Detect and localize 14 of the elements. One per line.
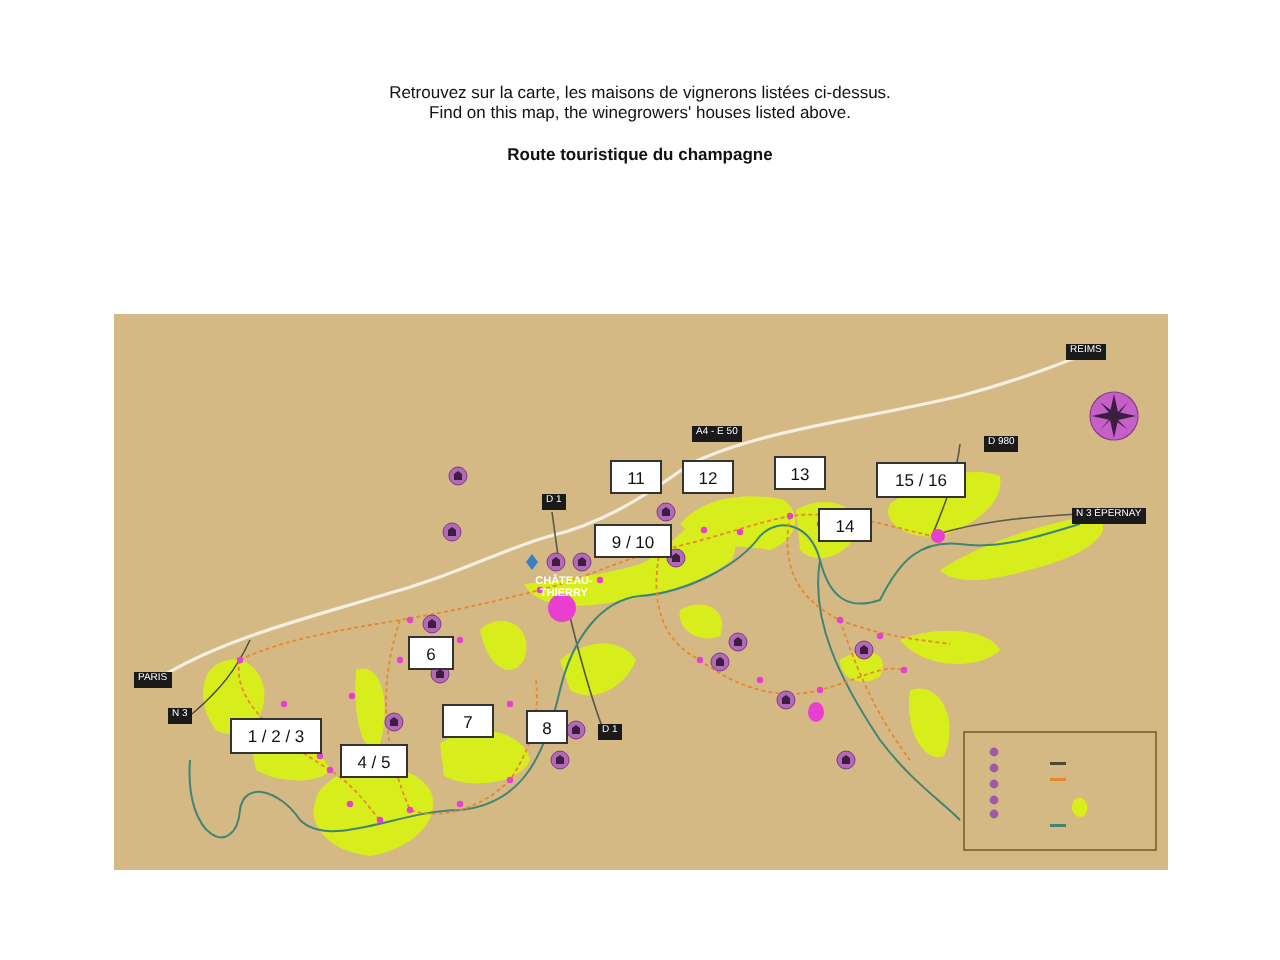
number-box: 4 / 5 [340, 744, 408, 778]
number-box: 11 [610, 460, 662, 494]
number-box: 9 / 10 [594, 524, 672, 558]
number-box: 15 / 16 [876, 462, 966, 498]
title: Route touristique du champagne [507, 144, 773, 164]
intro-text: Retrouvez sur la carte, les maisons de vignerons listées ci-dessus. [389, 82, 891, 102]
intro-text: Find on this map, the winegrowers' houses listed above. [429, 102, 851, 122]
number-box: 8 [526, 710, 568, 744]
number-box: 7 [442, 704, 494, 738]
number-box: 14 [818, 508, 872, 542]
number-box: 12 [682, 460, 734, 494]
number-box: 13 [774, 456, 826, 490]
number-box: 1 / 2 / 3 [230, 718, 322, 754]
number-box: 6 [408, 636, 454, 670]
